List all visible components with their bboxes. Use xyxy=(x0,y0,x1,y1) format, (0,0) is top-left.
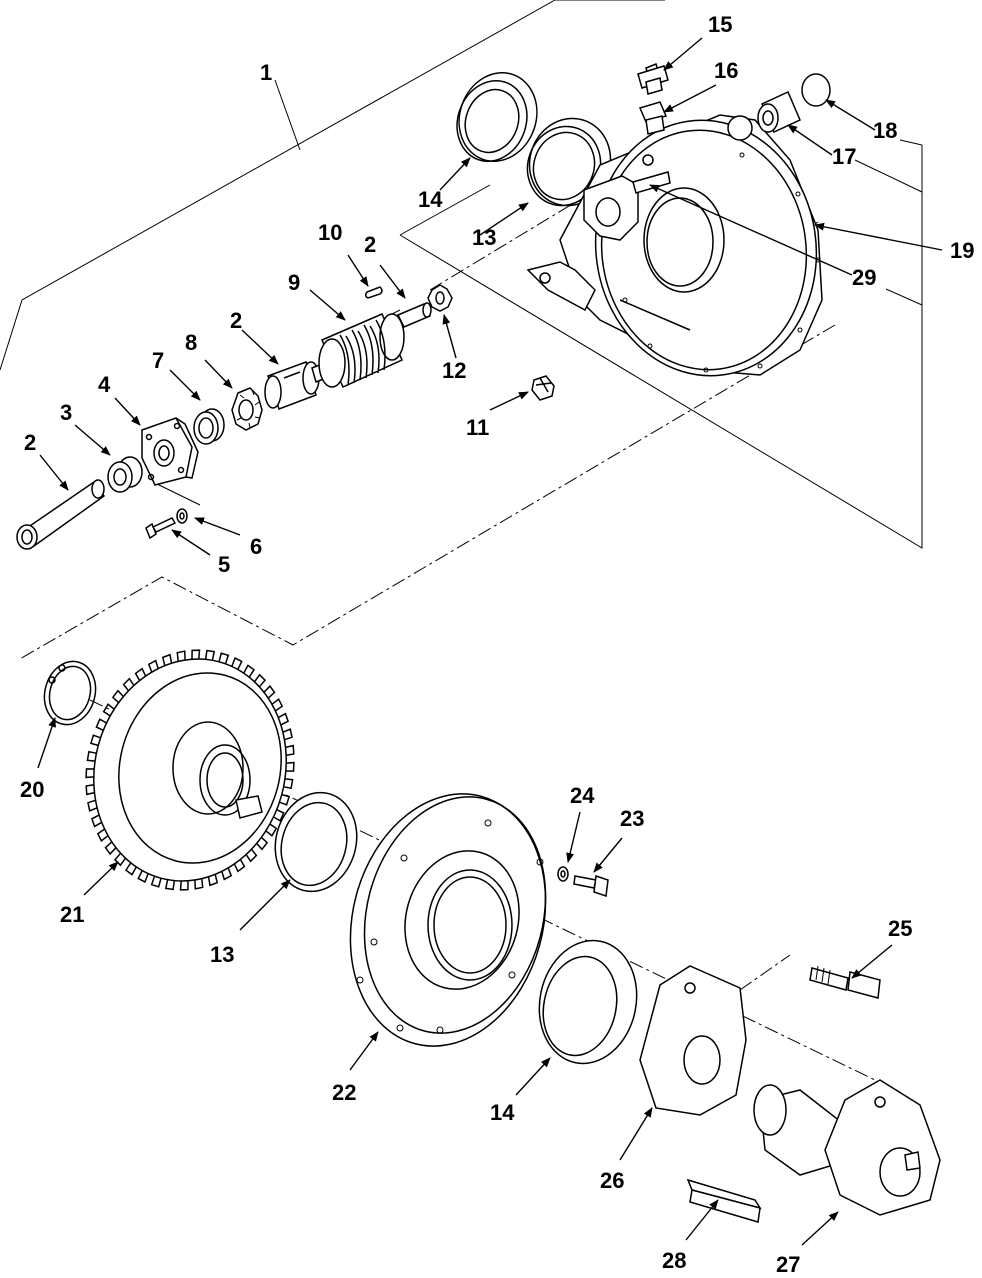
part-25-screw xyxy=(809,965,881,999)
callout-2: 2 xyxy=(364,232,376,257)
callout-16: 16 xyxy=(714,58,738,83)
part-17-bushing xyxy=(757,90,801,134)
callout-23: 23 xyxy=(620,806,644,831)
leader-lines xyxy=(37,37,943,1246)
callout-labels: 1 2 3 4 5 6 7 8 2 9 10 2 11 12 13 14 15 … xyxy=(20,12,974,1277)
callout-21: 21 xyxy=(60,902,84,927)
part-13-bearing-cone-lower xyxy=(274,791,358,893)
part-15-fitting xyxy=(637,62,669,95)
callout-6: 6 xyxy=(250,534,262,559)
part-5-bolt xyxy=(145,517,177,540)
callout-15: 15 xyxy=(708,12,732,37)
callout-13: 13 xyxy=(472,225,496,250)
callout-22: 22 xyxy=(332,1080,356,1105)
part-29-plate xyxy=(632,171,671,194)
callout-8: 8 xyxy=(185,330,197,355)
part-10-key xyxy=(364,286,383,299)
part-26-plate xyxy=(639,965,747,1116)
callout-2: 2 xyxy=(230,308,242,333)
callout-12: 12 xyxy=(442,358,466,383)
callout-7: 7 xyxy=(152,348,164,373)
part-2-shaft-coupling xyxy=(264,361,327,410)
part-27-crank-shaft xyxy=(753,1079,941,1216)
part-2-shaft xyxy=(16,479,106,550)
part-23-bolt xyxy=(573,874,609,898)
callout-18: 18 xyxy=(873,118,897,143)
part-7-ring xyxy=(193,408,225,445)
callout-2: 2 xyxy=(24,430,36,455)
part-14-bearing-cup-lower xyxy=(538,939,638,1065)
part-16-fitting xyxy=(638,101,668,135)
callout-13: 13 xyxy=(210,942,234,967)
callout-24: 24 xyxy=(570,783,595,808)
callout-14: 14 xyxy=(490,1100,515,1125)
callout-28: 28 xyxy=(662,1248,686,1273)
callout-29: 29 xyxy=(852,265,876,290)
part-8-nut xyxy=(231,387,263,431)
part-18-cap xyxy=(801,73,831,107)
part-22-cover-flange xyxy=(349,793,547,1047)
callout-14: 14 xyxy=(418,187,443,212)
callout-26: 26 xyxy=(600,1168,624,1193)
part-9-worm xyxy=(318,313,405,388)
callout-10: 10 xyxy=(318,220,342,245)
callout-9: 9 xyxy=(288,270,300,295)
part-28-key xyxy=(686,1178,762,1223)
callout-4: 4 xyxy=(98,372,111,397)
callout-25: 25 xyxy=(888,916,912,941)
callout-11: 11 xyxy=(466,415,489,440)
part-14-bearing-cup-upper xyxy=(456,72,538,162)
part-12-nut xyxy=(427,284,453,312)
callout-27: 27 xyxy=(776,1252,800,1277)
part-4-flange-housing xyxy=(141,417,199,486)
part-24-washer xyxy=(557,866,569,882)
callout-19: 19 xyxy=(950,238,974,263)
callout-17: 17 xyxy=(832,144,856,169)
part-11-plug xyxy=(531,375,555,401)
part-6-washer xyxy=(176,508,188,524)
callout-1: 1 xyxy=(260,60,272,85)
callout-3: 3 xyxy=(60,400,72,425)
callout-20: 20 xyxy=(20,777,44,802)
part-2-shaft-short xyxy=(396,302,432,328)
part-3-bushing xyxy=(107,456,143,493)
part-21-bevel-gear xyxy=(85,649,295,891)
part-20-snap-ring xyxy=(43,660,97,726)
callout-5: 5 xyxy=(218,552,230,577)
